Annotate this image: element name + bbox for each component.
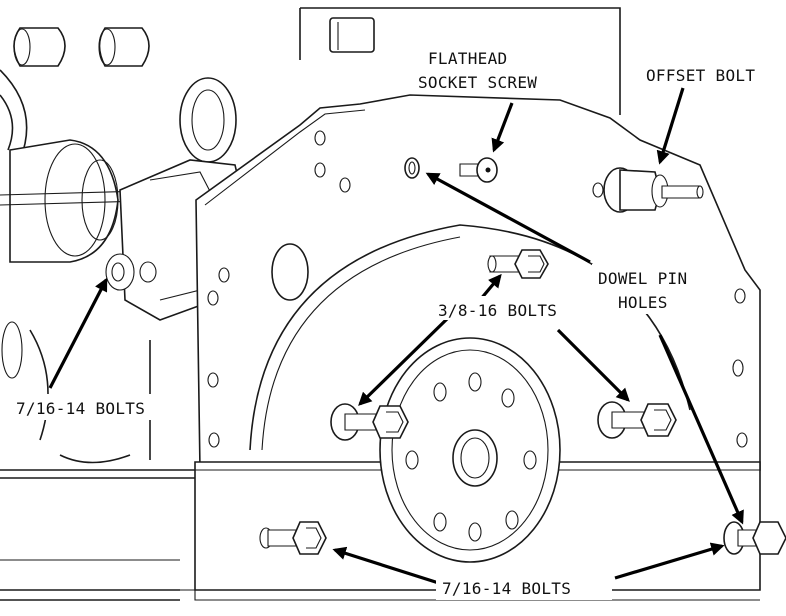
bolt-3-8-16-top: [487, 249, 549, 279]
bolt-3-8-16-left: [330, 403, 409, 441]
arrow-7-16-14-left: [48, 277, 108, 389]
callout-labels: FLATHEAD SOCKET SCREW OFFSET BOLT DOWEL …: [12, 44, 780, 600]
engine-block-frame: [0, 7, 621, 601]
bolt-7-16-14-bottom-left: [259, 521, 327, 555]
label-dowel-pin: DOWEL PIN: [598, 269, 687, 288]
label-7-16-14-bolts-left: 7/16-14 BOLTS: [16, 399, 145, 418]
arrow-dowel-pin-hole-bottom: [658, 334, 744, 525]
label-holes: HOLES: [618, 293, 668, 312]
arrow-flathead-socket-screw: [491, 102, 514, 153]
bolt-7-16-14-bottom-right: [723, 521, 786, 555]
arrow-offset-bolt: [656, 87, 685, 165]
label-3-8-16-bolts: 3/8-16 BOLTS: [438, 301, 557, 320]
label-offset-bolt: OFFSET BOLT: [646, 66, 755, 85]
label-socket-screw: SOCKET SCREW: [418, 73, 537, 92]
arrow-7-16-14-bottom-left: [332, 546, 446, 587]
arrow-3-8-16-left: [358, 316, 450, 406]
arrow-7-16-14-bottom-right: [614, 542, 725, 580]
label-flathead: FLATHEAD: [428, 49, 507, 68]
flathead-socket-screw: [459, 157, 498, 183]
label-7-16-14-bolts-bottom: 7/16-14 BOLTS: [442, 579, 571, 598]
bolt-3-8-16-right: [597, 401, 677, 439]
arrow-dowel-pin-hole-top: [425, 172, 591, 264]
arrow-3-8-16-right: [556, 328, 630, 402]
offset-bolt: [603, 167, 704, 213]
leader-arrows: [48, 87, 744, 587]
flywheel: [379, 337, 561, 563]
